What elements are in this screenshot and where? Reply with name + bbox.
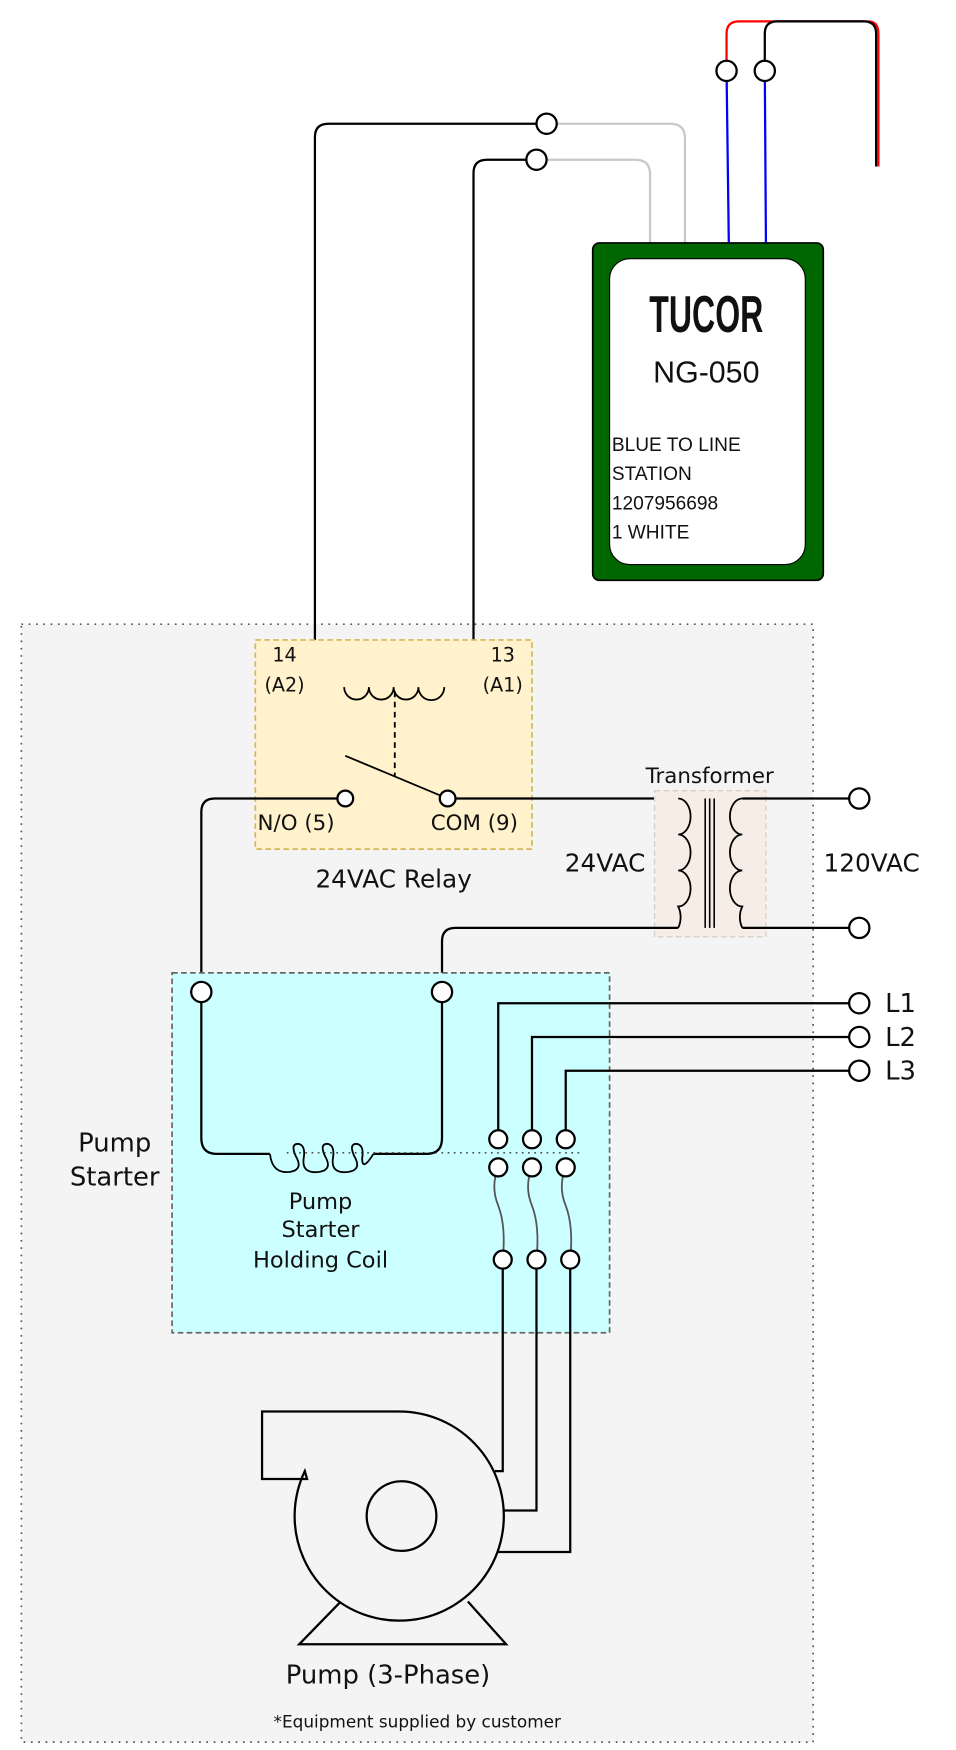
pump-base <box>296 1600 509 1646</box>
wire-l2 <box>530 1035 860 1140</box>
label-l3: L3 <box>885 1057 916 1087</box>
relay-terminal-13: 13 <box>491 643 515 666</box>
relay-box <box>254 639 533 850</box>
output-terminal-3 <box>560 1249 581 1270</box>
terminal-120vac-2 <box>848 916 871 940</box>
relay-title: 24VAC Relay <box>315 864 471 893</box>
contact-bottom-2 <box>521 1157 543 1178</box>
relay-terminal-a2: (A2) <box>264 674 304 697</box>
terminal-l2 <box>848 1025 871 1049</box>
terminal-120vac-1 <box>848 787 871 810</box>
coil-label-1: Pump <box>289 1189 353 1215</box>
output-terminal-2 <box>526 1249 547 1270</box>
pump-wire-3 <box>498 1268 572 1554</box>
terminal-com <box>438 789 457 808</box>
controller-note-4: 1 WHITE <box>612 523 690 544</box>
black-power-wire <box>763 20 878 167</box>
terminal-controller-2 <box>525 148 548 171</box>
starter-terminal-left <box>190 980 213 1004</box>
contact-bottom-1 <box>488 1157 509 1178</box>
relay-terminal-14: 14 <box>272 643 296 666</box>
label-l2: L2 <box>885 1023 916 1053</box>
pump-wire-2 <box>503 1268 538 1512</box>
terminal-l1 <box>848 991 871 1015</box>
wire-a2 <box>313 122 547 689</box>
contact-bottom-3 <box>555 1157 576 1178</box>
pump-icon <box>260 1410 509 1646</box>
terminal-power-2 <box>753 59 777 83</box>
output-terminal-1 <box>492 1249 513 1270</box>
contact-top-2 <box>521 1129 543 1150</box>
controller-model: NG-050 <box>653 356 759 389</box>
footnote: *Equipment supplied by customer <box>274 1712 561 1732</box>
pump-label: Pump (3-Phase) <box>286 1661 491 1691</box>
red-power-wire <box>725 20 880 167</box>
pump-impeller <box>365 1480 438 1553</box>
terminal-no <box>336 789 355 808</box>
holding-coil-icon <box>269 1142 375 1174</box>
pump-wire-1 <box>494 1268 504 1473</box>
wire-l1 <box>497 1002 860 1140</box>
relay-coil-icon <box>343 687 446 702</box>
overload-heater-3-icon <box>560 1167 573 1260</box>
transformer-secondary-coil-icon <box>676 797 692 929</box>
blue-wire-1 <box>725 70 730 243</box>
starter-wire-right <box>373 991 444 1156</box>
blue-wire-2 <box>763 70 768 243</box>
wire-a1 <box>444 158 537 689</box>
label-l1: L1 <box>885 989 916 1019</box>
controller-brand: TUCOR <box>649 286 763 344</box>
controller-face <box>609 258 806 566</box>
terminal-power-1 <box>715 59 738 83</box>
starter-terminal-right <box>430 980 454 1004</box>
transformer-primary-label: 120VAC <box>823 849 919 878</box>
controller-note-2: STATION <box>612 464 692 485</box>
gray-wire-2 <box>536 158 652 243</box>
contact-top-1 <box>488 1129 509 1150</box>
terminal-l3 <box>848 1059 871 1082</box>
coil-label-3: Holding Coil <box>253 1248 388 1274</box>
starter-wire-left <box>200 991 270 1156</box>
transformer-primary-coil-icon <box>729 797 744 929</box>
relay-no-label: N/O (5) <box>258 811 335 836</box>
contact-top-3 <box>555 1129 576 1150</box>
relay: 14 (A2) 13 (A1) N/O (5) COM (9) 24VAC Re… <box>254 639 533 893</box>
terminal-controller-1 <box>535 112 558 135</box>
gray-wire-1 <box>546 122 687 243</box>
pump-volute <box>260 1410 505 1622</box>
transformer: Transformer 24VAC 120VAC <box>565 764 920 938</box>
controller-note-1: BLUE TO LINE <box>612 435 741 456</box>
coil-label-2: Starter <box>282 1217 361 1243</box>
overload-heater-1-icon <box>493 1167 505 1260</box>
transformer-secondary-label: 24VAC <box>565 849 646 878</box>
controller-note-3: 1207956698 <box>612 493 718 514</box>
starter-title-2: Starter <box>70 1162 160 1192</box>
wire-l3 <box>564 1069 860 1140</box>
transformer-title: Transformer <box>645 764 774 789</box>
overload-heater-2-icon <box>527 1167 539 1260</box>
starter-title-1: Pump <box>78 1129 151 1159</box>
relay-switch-arm <box>344 754 448 800</box>
relay-terminal-a1: (A1) <box>483 674 523 697</box>
relay-com-label: COM (9) <box>431 811 518 836</box>
